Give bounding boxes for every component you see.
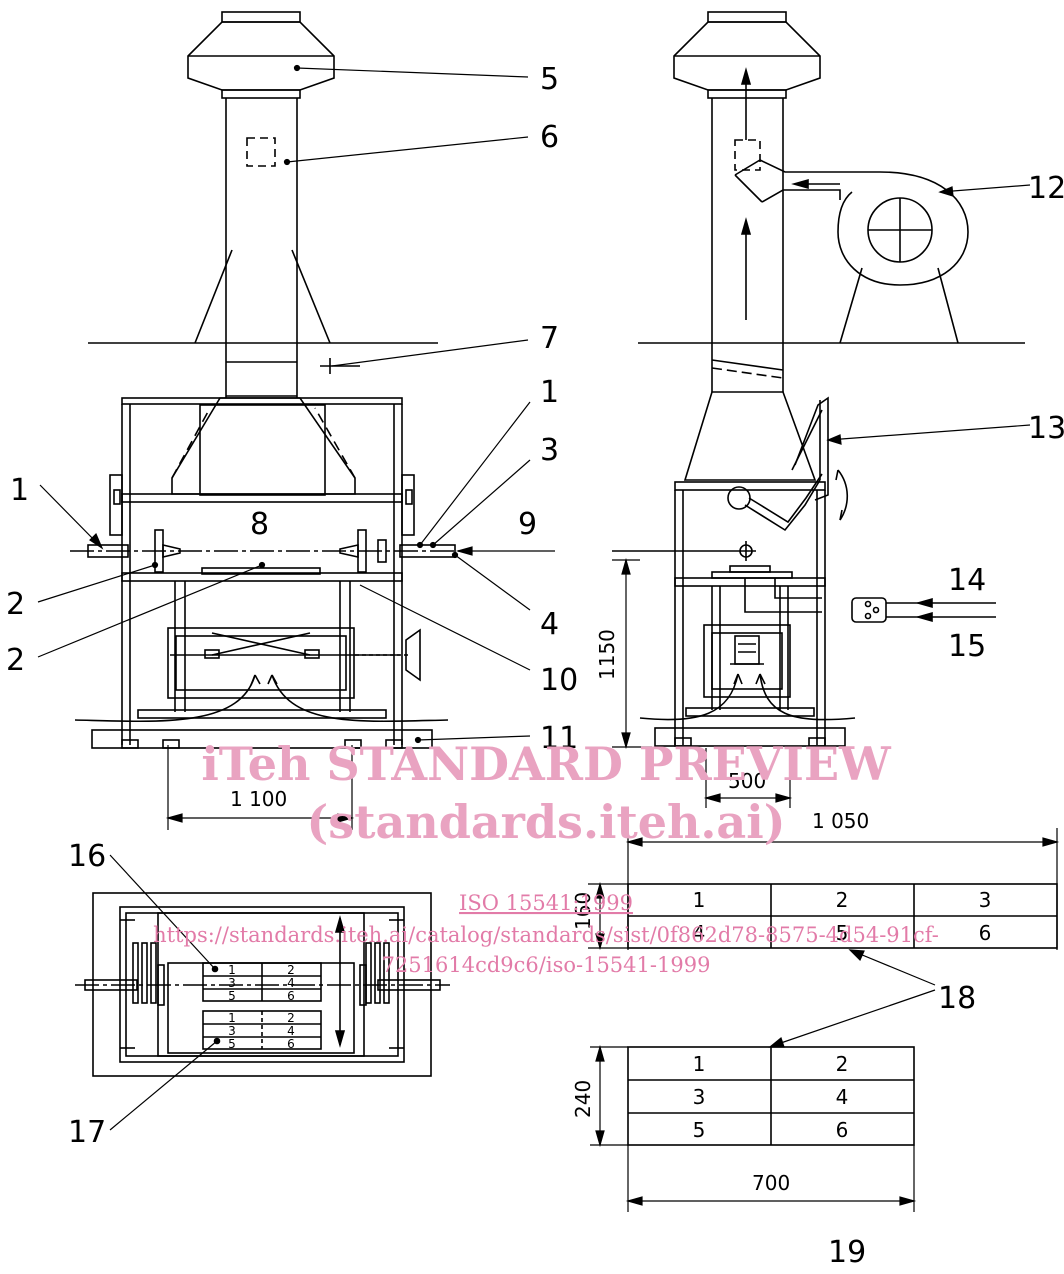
dim-160: 160	[571, 892, 595, 930]
plan-cell: 3	[228, 1024, 236, 1038]
dimension-lines	[165, 557, 1060, 1212]
plan-cell: 5	[228, 989, 236, 1003]
watermark-url-line2[interactable]: 7251614cd9c6/iso-15541-1999	[382, 953, 711, 977]
dim-700: 700	[752, 1171, 790, 1195]
callout-7: 7	[540, 321, 559, 356]
callout-17: 17	[68, 1115, 106, 1150]
plan-grid-labels: 1 2 3 4 5 6 1 2 3 4 5 6	[228, 963, 295, 1051]
callout-12: 12	[1028, 171, 1064, 206]
top-specimen-table	[627, 883, 1058, 949]
table-cell: 5	[693, 1118, 706, 1142]
watermark-title: iTeh STANDARD PREVIEW	[201, 737, 892, 791]
plan-cell: 6	[287, 989, 295, 1003]
callout-1-right: 1	[540, 375, 559, 410]
table-cell: 1	[693, 888, 706, 912]
callout-6: 6	[540, 120, 559, 155]
callout-19: 19	[828, 1235, 866, 1269]
dim-1050: 1 050	[812, 809, 869, 833]
table-cell: 6	[979, 921, 992, 945]
callout-4: 4	[540, 607, 559, 642]
bottom-table-cells: 1 2 3 4 5 6	[693, 1052, 849, 1142]
table-cell: 6	[836, 1118, 849, 1142]
front-view	[70, 11, 460, 749]
table-cell: 2	[836, 1052, 849, 1076]
callout-11: 11	[540, 721, 578, 756]
callout-2-a: 2	[6, 587, 25, 622]
callout-labels: 5 6 7 1 3 1 8 9 2 4 2 10 11 12 13 14 15 …	[6, 62, 1064, 1270]
watermark: iTeh STANDARD PREVIEW (standards.iteh.ai…	[153, 737, 939, 977]
table-cell: 3	[979, 888, 992, 912]
top-table-cells: 1 2 3 4 5 6	[693, 888, 992, 945]
callout-5: 5	[540, 62, 559, 97]
dimension-labels: 1 100 1150 500 1 050 160 240 700	[230, 629, 869, 1195]
callout-8: 8	[250, 507, 269, 542]
dim-240: 240	[571, 1080, 595, 1118]
callout-18: 18	[938, 981, 976, 1016]
plan-cell: 2	[287, 963, 295, 977]
callout-14: 14	[948, 563, 986, 598]
table-cell: 4	[836, 1085, 849, 1109]
plan-cell: 2	[287, 1011, 295, 1025]
callout-9: 9	[518, 507, 537, 542]
watermark-url-line1[interactable]: https://standards.iteh.ai/catalog/standa…	[153, 923, 939, 947]
dim-1150: 1150	[595, 629, 619, 680]
callout-16: 16	[68, 839, 106, 874]
callout-13: 13	[1028, 411, 1064, 446]
callout-2-b: 2	[6, 643, 25, 678]
plan-view	[75, 892, 450, 1077]
plan-cell: 6	[287, 1037, 295, 1051]
callout-3: 3	[540, 433, 559, 468]
dim-1100: 1 100	[230, 787, 287, 811]
leader-lines	[37, 64, 1031, 1131]
watermark-iso-link[interactable]: ISO 15541:1999	[459, 891, 633, 915]
table-cell: 5	[836, 921, 849, 945]
bottom-specimen-table	[627, 1046, 915, 1146]
plan-cell: 3	[228, 976, 236, 990]
table-cell: 2	[836, 888, 849, 912]
plan-cell: 4	[287, 1024, 295, 1038]
callout-10: 10	[540, 663, 578, 698]
callout-15: 15	[948, 629, 986, 664]
table-cell: 4	[693, 921, 706, 945]
plan-cell: 5	[228, 1037, 236, 1051]
table-cell: 1	[693, 1052, 706, 1076]
callout-1-left: 1	[10, 473, 29, 508]
plan-cell: 1	[228, 1011, 236, 1025]
plan-cell: 4	[287, 976, 295, 990]
watermark-subtitle: (standards.iteh.ai)	[307, 795, 786, 849]
side-view	[612, 11, 1025, 747]
plan-cell: 1	[228, 963, 236, 977]
table-cell: 3	[693, 1085, 706, 1109]
dim-500: 500	[728, 769, 766, 793]
